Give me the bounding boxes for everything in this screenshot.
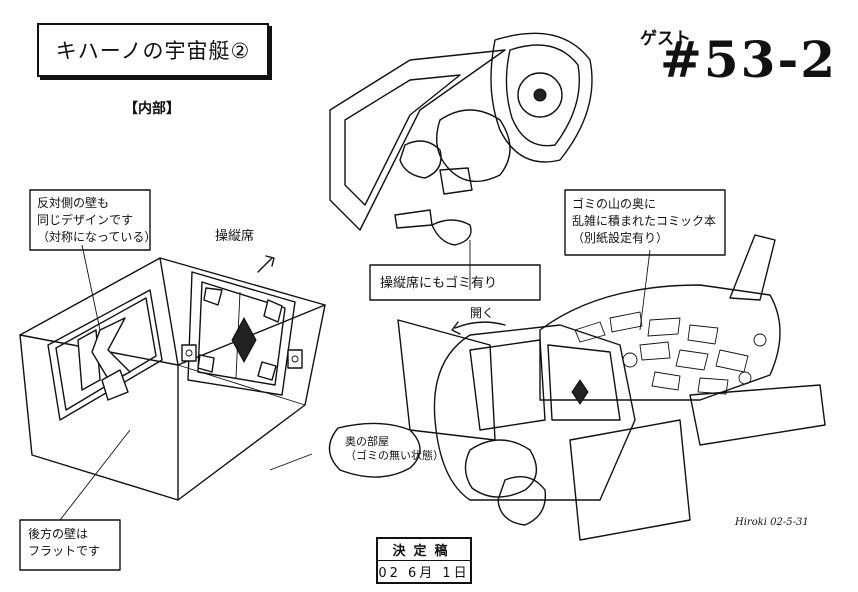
- artist-signature: Hiroki 02-5-31: [735, 517, 809, 528]
- approval-stamp: 決定稿 02 6月 1日: [376, 537, 472, 584]
- guest-label: ゲスト: [640, 29, 691, 49]
- note-cockpit-direction: 操縦席: [215, 229, 255, 244]
- ship-cutaway-drawing: [397, 234, 826, 541]
- note-back-room: 奥の部屋 （ゴミの無い状態）: [345, 435, 444, 462]
- room-interior-drawing: [19, 257, 326, 501]
- episode-number: #53-2: [660, 30, 838, 89]
- note-wall-same-design: 反対側の壁も 同じデザインです （対称になっている）: [37, 196, 157, 244]
- note-cockpit-trash: 操縦席にもゴミ有り: [380, 276, 498, 291]
- stamp-date: 02 6月 1日: [378, 566, 470, 581]
- section-label: 【内部】: [124, 101, 180, 117]
- note-comic-pile: ゴミの山の奥に 乱雑に積まれたコミック本 （別紙設定有り）: [572, 197, 717, 245]
- sheet-title: キハーノの宇宙艇②: [37, 23, 269, 77]
- note-rear-wall: 後方の壁は フラットです: [28, 527, 101, 558]
- stamp-status: 決定稿: [378, 539, 470, 561]
- note-opens: 開く: [470, 306, 495, 320]
- cockpit-drawing: [329, 32, 593, 246]
